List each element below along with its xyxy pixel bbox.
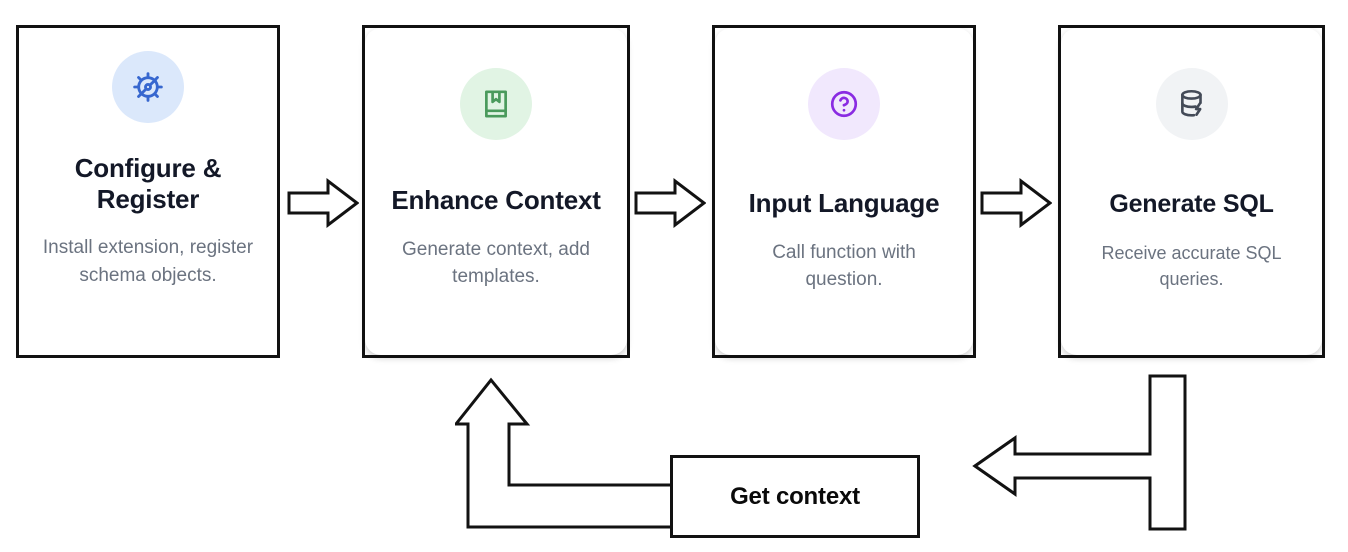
get-context-label: Get context <box>730 482 860 510</box>
step-title: Enhance Context <box>391 185 601 215</box>
arrow-right-icon <box>287 178 359 228</box>
step-card-body: Enhance Context Generate context, add te… <box>365 28 627 355</box>
elbow-arrow-left-icon <box>972 374 1187 531</box>
database-lightning-icon-badge <box>1155 68 1228 140</box>
step-description: Generate context, add templates. <box>401 238 590 288</box>
gear-icon <box>133 72 163 102</box>
step-description: Receive accurate SQL queries. <box>1101 242 1282 289</box>
gear-icon-badge <box>112 51 184 123</box>
book-bookmark-icon-badge <box>460 68 532 140</box>
step-card-body: Input Language Call function with questi… <box>715 28 973 355</box>
question-circle-icon <box>830 90 858 118</box>
question-circle-icon-badge <box>808 68 880 140</box>
get-context-node[interactable]: Get context <box>670 455 920 538</box>
step-description: Call function with question. <box>772 241 916 291</box>
step-card-input-language[interactable]: Input Language Call function with questi… <box>712 25 976 358</box>
arrow-right-icon <box>980 178 1052 228</box>
step-card-enhance-context[interactable]: Enhance Context Generate context, add te… <box>362 25 630 358</box>
step-description: Install extension, register schema objec… <box>42 237 254 286</box>
arrow-right-icon <box>634 178 706 228</box>
step-card-configure-register[interactable]: Configure & Register Install extension, … <box>16 25 280 358</box>
step-title: Configure & Register <box>74 153 222 214</box>
step-card-generate-sql[interactable]: Generate SQL Receive accurate SQL querie… <box>1058 25 1325 358</box>
elbow-arrow-up-icon <box>455 377 679 529</box>
step-card-body: Configure & Register Install extension, … <box>19 28 277 355</box>
book-bookmark-icon <box>485 90 507 118</box>
database-lightning-icon <box>1180 89 1202 117</box>
step-title: Input Language <box>748 188 940 218</box>
step-card-body: Generate SQL Receive accurate SQL querie… <box>1061 28 1322 355</box>
step-title: Generate SQL <box>1109 190 1274 218</box>
